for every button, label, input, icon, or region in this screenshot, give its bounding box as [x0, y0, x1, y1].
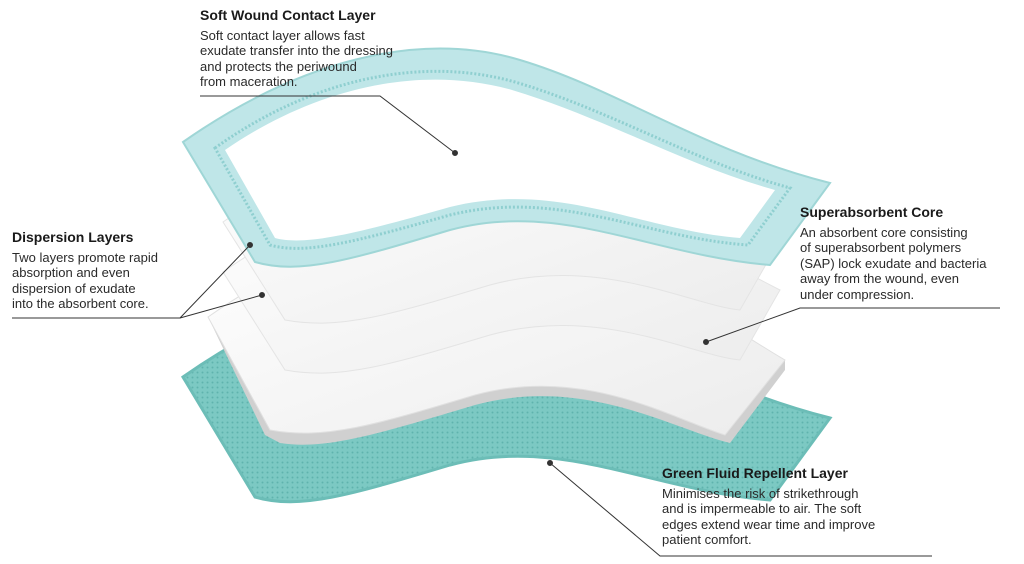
leader-lines [12, 95, 1000, 557]
fluid-repellent-line: edges extend wear time and improve [662, 516, 876, 532]
superabsorbent-core-line: away from the wound, even [800, 271, 959, 286]
wound-contact-layer [181, 47, 832, 268]
fluid-repellent-label: Green Fluid Repellent Layer Minimises th… [662, 465, 876, 548]
superabsorbent-core-line: An absorbent core consisting [800, 224, 968, 240]
superabsorbent-core-label: Superabsorbent Core An absorbent core co… [800, 204, 987, 302]
dispersion-layers-line: dispersion of exudate [12, 280, 136, 296]
dispersion-layers-label: Dispersion Layers Two layers promote rap… [12, 229, 158, 312]
superabsorbent-core-title: Superabsorbent Core [800, 204, 944, 220]
contact-layer-line: Soft contact layer allows fast [200, 27, 365, 43]
fluid-repellent-line: Minimises the risk of strikethrough [662, 485, 859, 501]
superabsorbent-core-line: under compression. [800, 286, 915, 302]
fluid-repellent-title: Green Fluid Repellent Layer [662, 465, 848, 481]
contact-layer-line: exudate transfer into the dressing [200, 43, 393, 58]
contact-layer-line: and protects the periwound [200, 58, 357, 74]
dispersion-layers-line: absorption and even [12, 265, 130, 280]
fluid-repellent-line: patient comfort. [662, 532, 752, 547]
dispersion-layers-line: Two layers promote rapid [12, 249, 158, 265]
contact-layer-label: Soft Wound Contact Layer Soft contact la… [200, 7, 393, 90]
dispersion-layers-line: into the absorbent core. [12, 296, 149, 311]
superabsorbent-core-line: of superabsorbent polymers [800, 240, 962, 255]
contact-layer-line: from maceration. [200, 74, 298, 89]
superabsorbent-core-line: (SAP) lock exudate and bacteria [800, 255, 987, 271]
fluid-repellent-line: and is impermeable to air. The soft [662, 501, 862, 516]
contact-layer-title: Soft Wound Contact Layer [200, 7, 376, 23]
dispersion-layers-title: Dispersion Layers [12, 229, 134, 245]
